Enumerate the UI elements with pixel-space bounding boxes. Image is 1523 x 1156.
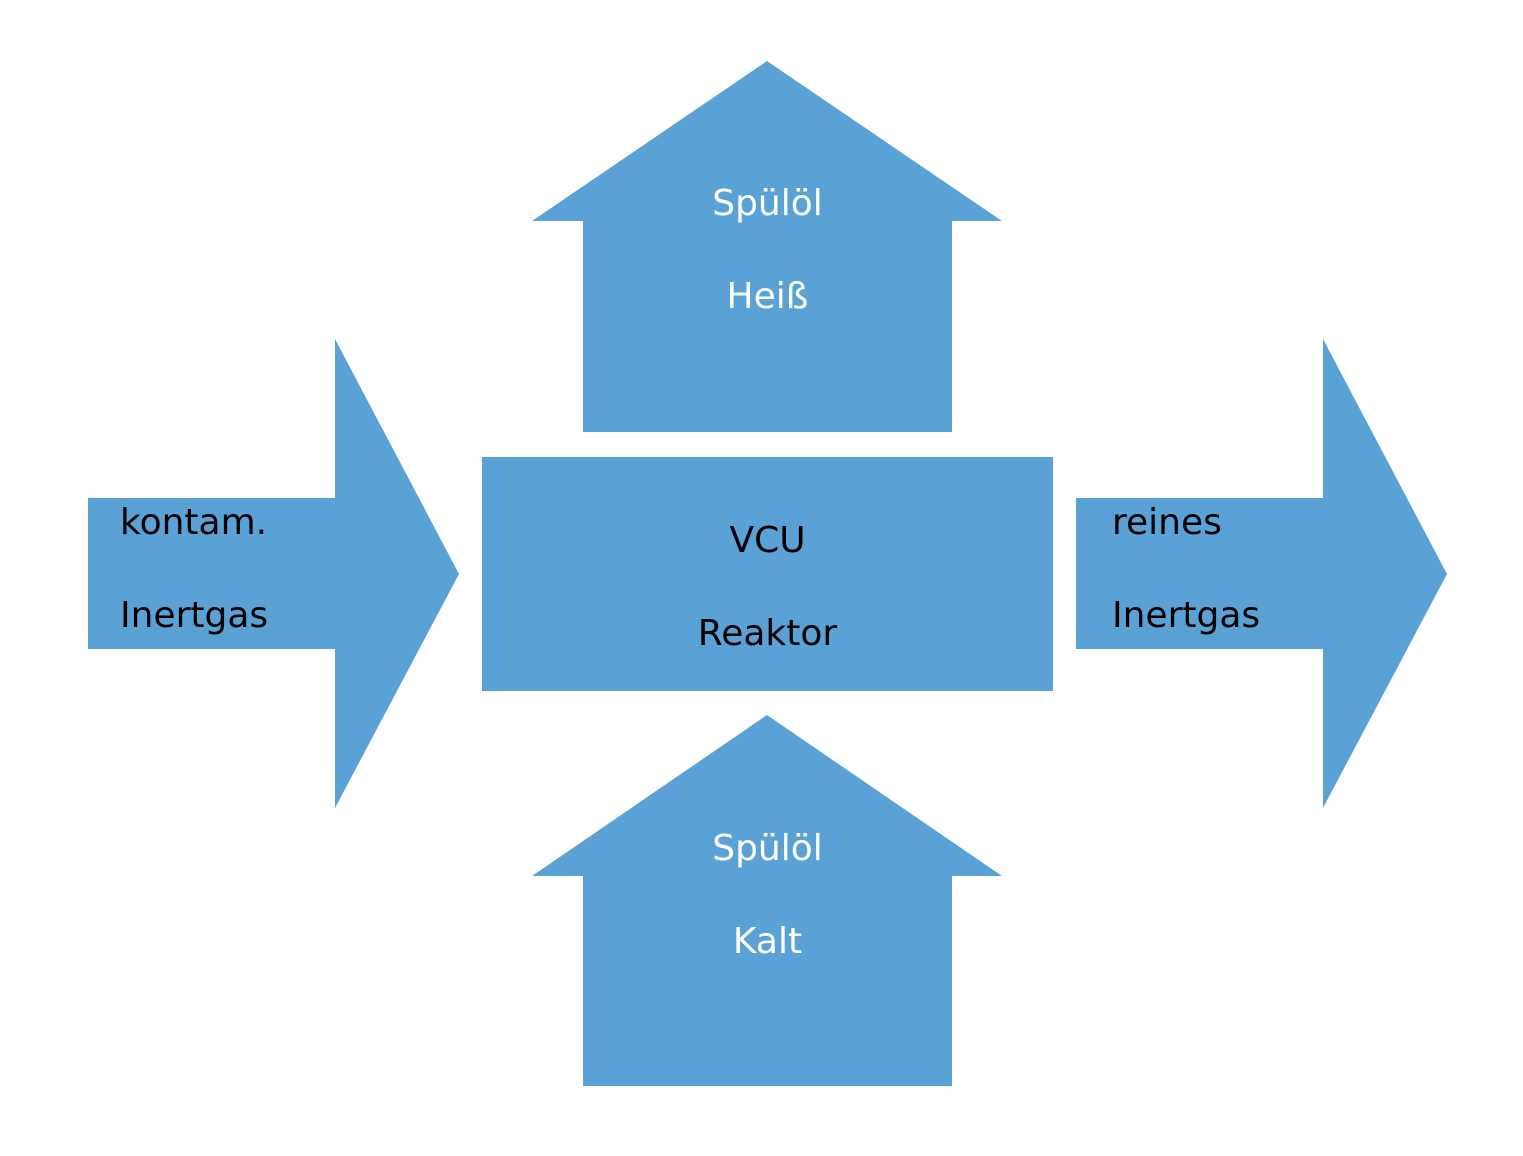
right-arrow-clean-gas [1076,339,1447,808]
left-arrow-contaminated-gas [88,339,459,808]
top-arrow-hot-oil [532,61,1002,432]
center-box-vcu-reactor [482,457,1053,691]
left-arrow-label-line1: kontam. [120,502,268,543]
top-arrow-label-line1: Spülöl [712,183,823,224]
bottom-arrow-cold-oil [532,715,1002,1086]
bottom-arrow-label-line1: Spülöl [712,828,823,869]
left-arrow-label-line2: Inertgas [120,595,269,636]
center-box-label-line1: VCU [729,520,806,561]
top-arrow-label-line2: Heiß [726,276,809,317]
bottom-arrow-label-line2: Kalt [732,921,803,962]
right-arrow-label-line1: reines [1112,502,1222,543]
right-arrow-label-line2: Inertgas [1112,595,1261,636]
center-box-label-line2: Reaktor [697,613,838,654]
